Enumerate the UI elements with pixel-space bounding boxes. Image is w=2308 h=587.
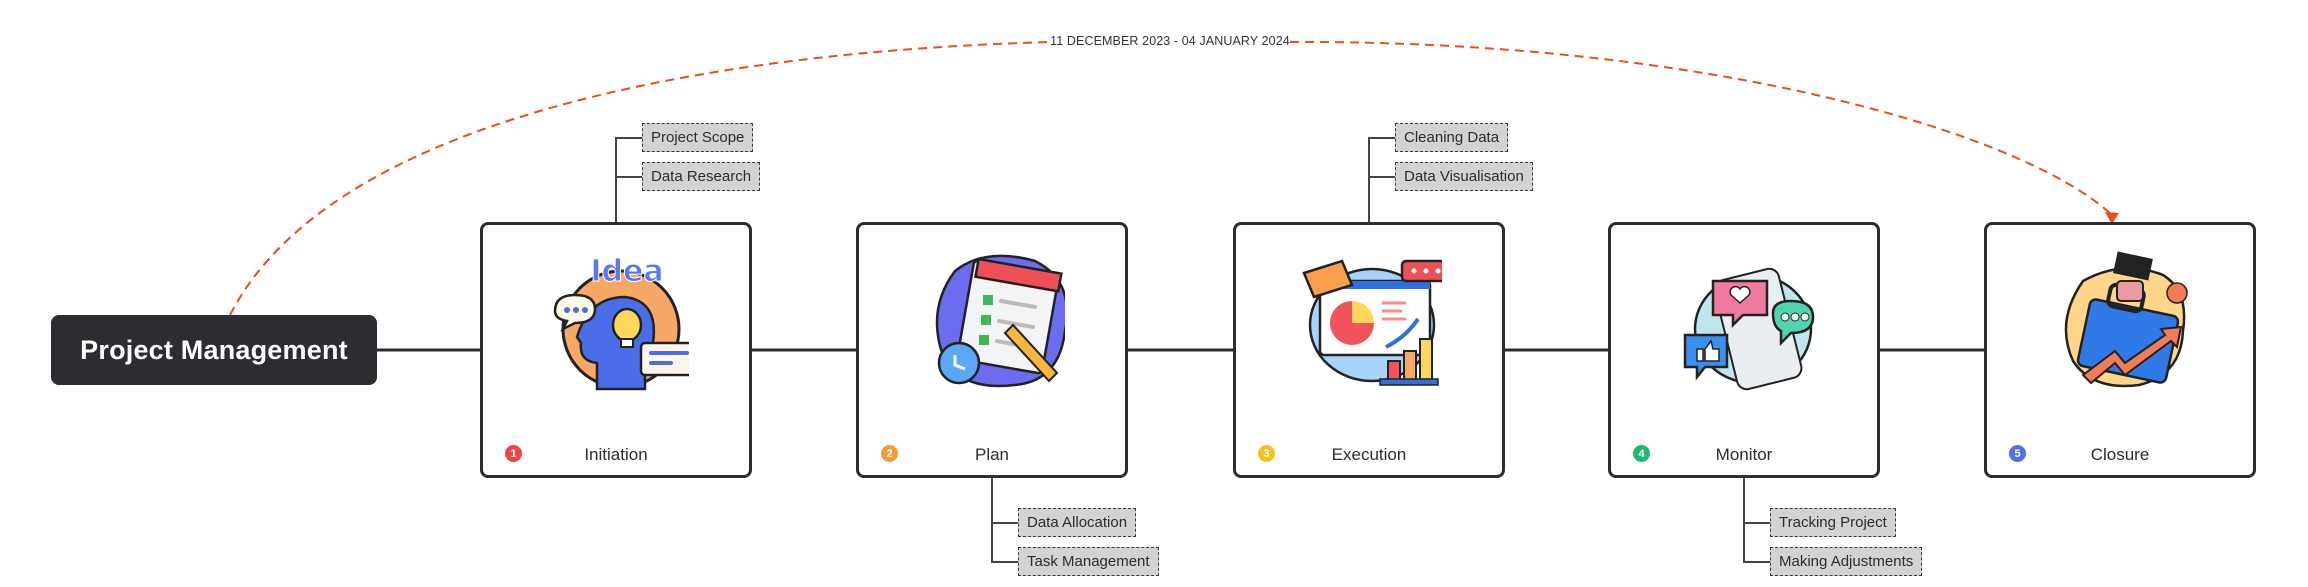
timeline-arc	[229, 40, 2113, 316]
subtopic-tracking-project[interactable]: Tracking Project	[1770, 508, 1896, 537]
checklist-calendar-pencil-icon	[935, 254, 1065, 388]
subtopic-label: Tracking Project	[1779, 514, 1887, 531]
phase-number-badge: 4	[1633, 445, 1650, 462]
idea-head-lightbulb-icon: Idea	[553, 254, 689, 391]
subtopic-data-allocation[interactable]: Data Allocation	[1018, 508, 1137, 537]
phase-label: Closure	[2090, 445, 2150, 464]
phase-label: Plan	[974, 445, 1010, 464]
subtopic-label: Data Research	[651, 168, 752, 185]
phase-label: Initiation	[584, 445, 648, 464]
phase-label: Execution	[1331, 445, 1407, 464]
subtopic-label: Making Adjustments	[1779, 553, 1914, 570]
timeline-arrowhead	[2105, 212, 2119, 224]
phase-card-plan[interactable]: 2 Plan	[856, 222, 1128, 478]
subtopic-label: Task Management	[1027, 553, 1150, 570]
presentation-chart-icon	[1302, 259, 1442, 386]
phase-number-badge: 1	[505, 445, 522, 462]
briefcase-growth-icon	[2064, 251, 2188, 388]
phase-number-badge: 2	[881, 445, 898, 462]
subtopic-cleaning-data[interactable]: Cleaning Data	[1395, 123, 1509, 152]
branch-initiation	[615, 137, 642, 222]
svg-text:Idea: Idea	[590, 254, 663, 289]
branch-monitor	[1743, 478, 1770, 563]
phase-card-execution[interactable]: 3 Execution	[1233, 222, 1505, 478]
root-node[interactable]: Project Management	[51, 315, 377, 385]
subtopic-task-management[interactable]: Task Management	[1018, 547, 1159, 576]
branch-plan	[991, 478, 1018, 563]
phase-number-badge: 5	[2009, 445, 2026, 462]
subtopic-project-scope[interactable]: Project Scope	[642, 123, 754, 152]
phase-card-initiation[interactable]: Idea 1 Initiation	[480, 222, 752, 478]
subtopic-label: Data Visualisation	[1404, 168, 1524, 185]
subtopic-making-adjustments[interactable]: Making Adjustments	[1770, 547, 1923, 576]
phase-card-closure[interactable]: 5 Closure	[1984, 222, 2256, 478]
subtopic-data-visualisation[interactable]: Data Visualisation	[1395, 162, 1533, 191]
subtopic-label: Cleaning Data	[1404, 129, 1500, 146]
phase-card-monitor[interactable]: 4 Monitor	[1608, 222, 1880, 478]
timeline-date-range: 11 DECEMBER 2023 - 04 JANUARY 2024	[1050, 34, 1290, 48]
root-label: Project Management	[80, 334, 348, 365]
social-feedback-phone-icon	[1683, 267, 1815, 391]
subtopic-label: Project Scope	[651, 129, 745, 146]
phase-label: Monitor	[1715, 445, 1773, 464]
branch-execution	[1368, 137, 1395, 222]
subtopic-label: Data Allocation	[1027, 514, 1128, 531]
subtopic-data-research[interactable]: Data Research	[642, 162, 761, 191]
phase-number-badge: 3	[1258, 445, 1275, 462]
